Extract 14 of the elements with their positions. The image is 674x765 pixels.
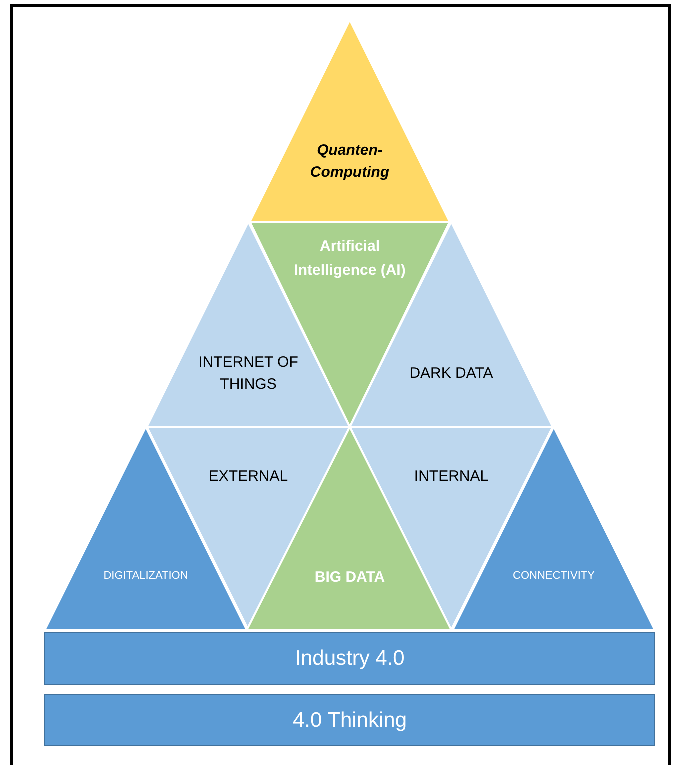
segment-label: Artificial Intelligence (AI): [293, 237, 407, 281]
bar-label: Industry 4.0: [294, 646, 406, 672]
segment-label: EXTERNAL: [208, 467, 290, 487]
segment-label: DARK DATA: [408, 364, 494, 384]
foundation-bar: [45, 695, 655, 746]
segment-label: DIGITALIZATION: [102, 569, 190, 584]
segment-label: Quanten-Computing: [309, 141, 391, 183]
foundation-bar: [45, 633, 655, 685]
triangle-segment: [250, 20, 450, 222]
bar-label: 4.0 Thinking: [292, 707, 408, 734]
segment-label: BIG DATA: [314, 568, 386, 588]
segment-label: INTERNET OF THINGS: [198, 353, 300, 395]
segment-label: INTERNAL: [413, 467, 490, 487]
segment-label: CONNECTIVITY: [512, 569, 596, 584]
